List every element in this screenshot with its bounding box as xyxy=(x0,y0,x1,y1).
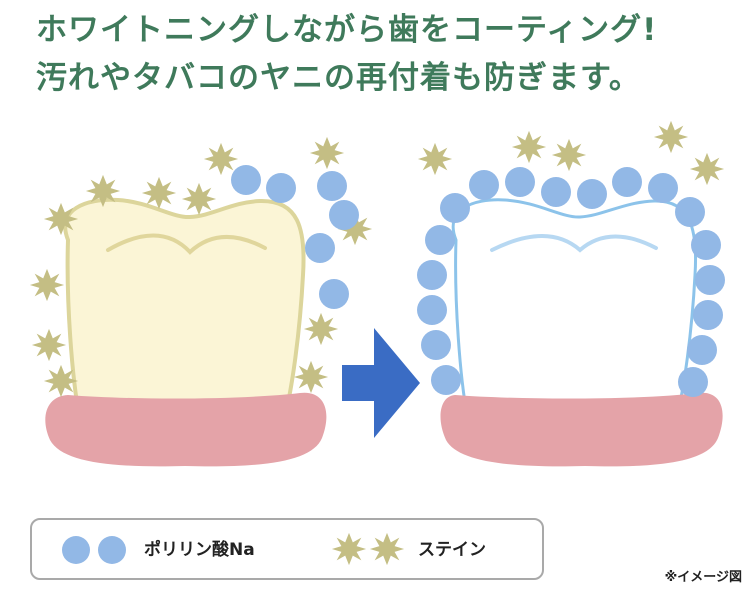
stain-star-icon xyxy=(29,268,65,302)
particle-dot-icon xyxy=(98,536,126,564)
stain-star-icon xyxy=(303,312,339,346)
legend-particle-label: ポリリン酸Na xyxy=(144,540,255,560)
particle-dot-icon xyxy=(691,230,721,260)
stain-star-icon xyxy=(31,328,67,362)
particle-dot-icon xyxy=(305,233,335,263)
stain-star-icon xyxy=(511,130,547,164)
stain-star-icon xyxy=(203,142,239,176)
stains-right xyxy=(417,120,725,186)
particle-dot-icon xyxy=(417,260,447,290)
headline: ホワイトニングしながら歯をコーティング! 汚れやタバコのヤニの再付着も防ぎます。 xyxy=(36,6,726,102)
stain-star-icon xyxy=(653,120,689,154)
image-note: ※イメージ図 xyxy=(664,570,742,585)
particle-dot-icon xyxy=(675,197,705,227)
particle-dot-icon xyxy=(678,367,708,397)
particle-dot-icon xyxy=(319,279,349,309)
stain-star-icon xyxy=(417,142,453,176)
illustration xyxy=(29,120,725,467)
particle-dot-icon xyxy=(421,330,451,360)
particle-dot-icon xyxy=(329,200,359,230)
particles-right xyxy=(417,167,725,397)
particle-dot-icon xyxy=(577,179,607,209)
particle-dot-icon xyxy=(648,173,678,203)
particle-dot-icon xyxy=(62,536,90,564)
particles-left xyxy=(231,165,359,309)
right-arrow-icon xyxy=(342,328,420,438)
gum-left xyxy=(45,392,327,467)
stain-star-icon xyxy=(551,138,587,172)
particle-dot-icon xyxy=(417,295,447,325)
stain-star-icon xyxy=(689,152,725,186)
stained-tooth xyxy=(63,197,306,422)
headline-line-1: ホワイトニングしながら歯をコーティング! xyxy=(36,12,658,48)
particle-dot-icon xyxy=(687,335,717,365)
stain-star-icon xyxy=(181,182,217,216)
tooth-ridge-right xyxy=(490,234,658,253)
particle-dot-icon xyxy=(612,167,642,197)
stained-tooth-group xyxy=(45,197,327,467)
particle-dot-icon xyxy=(693,300,723,330)
tooth-ridge-left xyxy=(106,233,267,255)
particle-dot-icon xyxy=(505,167,535,197)
coated-tooth xyxy=(451,198,698,422)
particle-dot-icon xyxy=(440,193,470,223)
particle-dot-icon xyxy=(317,171,347,201)
particle-dot-icon xyxy=(425,225,455,255)
legend: ポリリン酸Na ステイン xyxy=(30,518,544,580)
coated-tooth-group xyxy=(440,198,723,467)
legend-stain-label: ステイン xyxy=(418,540,486,560)
particle-dot-icon xyxy=(469,170,499,200)
particle-dot-icon xyxy=(541,177,571,207)
stain-star-icon xyxy=(369,532,405,566)
gum-right xyxy=(440,392,723,467)
particle-dot-icon xyxy=(231,165,261,195)
stain-star-icon xyxy=(331,532,367,566)
stain-star-icon xyxy=(309,136,345,170)
headline-line-2: 汚れやタバコのヤニの再付着も防ぎます。 xyxy=(36,60,641,96)
particle-dot-icon xyxy=(431,365,461,395)
particle-dot-icon xyxy=(695,265,725,295)
particle-dot-icon xyxy=(266,173,296,203)
stain-star-icon xyxy=(293,360,329,394)
